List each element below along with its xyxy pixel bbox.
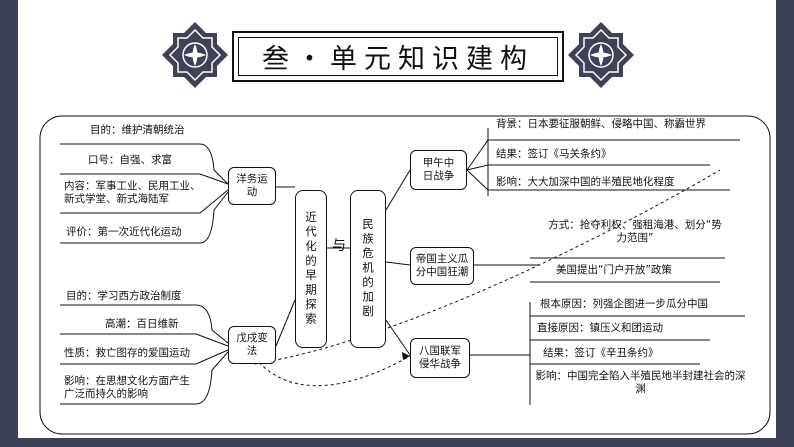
wuxu-label: 戊戌变法 xyxy=(236,332,268,357)
frame-right-bar xyxy=(776,0,794,447)
wuxu-item-3: 性质：救亡图存的爱国运动 xyxy=(64,347,190,359)
guafen-node: 帝国主义瓜分中国狂潮 xyxy=(410,247,474,285)
yangwu-label: 洋务运动 xyxy=(236,173,268,198)
center-right-box: 民族危机的加剧 xyxy=(350,190,386,348)
yangwu-item-2: 口号：自强、求富 xyxy=(88,154,172,166)
frame-left-bar xyxy=(0,0,18,447)
jiawu-label: 甲午中日战争 xyxy=(422,157,455,182)
jiawu-item-1: 背景：日本要征服朝鲜、侵略中国、称霸世界 xyxy=(496,118,706,130)
yangwu-node: 洋务运动 xyxy=(228,167,276,205)
title-inner-border xyxy=(238,37,558,76)
baguo-node: 八国联军侵华战争 xyxy=(410,338,470,378)
frame-bottom-bar xyxy=(0,438,794,447)
page-title: 叁・单元知识建构 xyxy=(262,44,534,75)
baguo-item-3: 结果：签订《辛丑条约》 xyxy=(543,347,659,359)
dashed-link-1 xyxy=(254,355,411,387)
center-connector: 与 xyxy=(332,238,346,254)
outer-frame xyxy=(39,115,771,435)
baguo-item-2: 直接原因：镇压义和团运动 xyxy=(537,322,663,334)
jiawu-node: 甲午中日战争 xyxy=(410,150,467,190)
wuxu-item-1: 目的：学习西方政治制度 xyxy=(66,290,182,302)
dashed-link-2 xyxy=(254,169,721,365)
guafen-item-2: 美国提出“门户开放”政策 xyxy=(556,264,672,276)
ornament-right-icon xyxy=(566,20,636,90)
guafen-label: 帝国主义瓜分中国狂潮 xyxy=(415,253,469,278)
wuxu-item-4: 影响：在思想文化方面产生广泛而持久的影响 xyxy=(64,375,190,400)
center-left-box: 近代化的早期探索 xyxy=(295,190,327,348)
baguo-label: 八国联军侵华战争 xyxy=(419,345,461,370)
center-right-label: 民族危机的加剧 xyxy=(361,218,375,320)
yangwu-item-1: 目的：维护清朝统治 xyxy=(90,124,185,136)
ornament-left-icon xyxy=(160,20,230,90)
wuxu-item-2: 高潮：百日维新 xyxy=(105,318,179,330)
title-box: 叁・单元知识建构 xyxy=(232,31,564,82)
guafen-item-1: 方式：抢夺利权、强租海港、划分“势力范围” xyxy=(548,219,722,244)
baguo-item-1: 根本原因：列强企图进一步瓜分中国 xyxy=(540,298,708,310)
yangwu-item-3: 内容：军事工业、民用工业、新式学堂、新式海陆军 xyxy=(64,180,201,205)
wuxu-node: 戊戌变法 xyxy=(228,326,276,364)
baguo-item-4: 影响：中国完全陷入半殖民地半封建社会的深渊 xyxy=(535,370,746,395)
center-left-label: 近代化的早期探索 xyxy=(304,211,318,327)
jiawu-item-2: 结果：签订《马关条约》 xyxy=(496,148,612,160)
jiawu-item-3: 影响：大大加深中国的半殖民地化程度 xyxy=(496,176,675,188)
yangwu-item-4: 评价：第一次近代化运动 xyxy=(66,226,182,238)
